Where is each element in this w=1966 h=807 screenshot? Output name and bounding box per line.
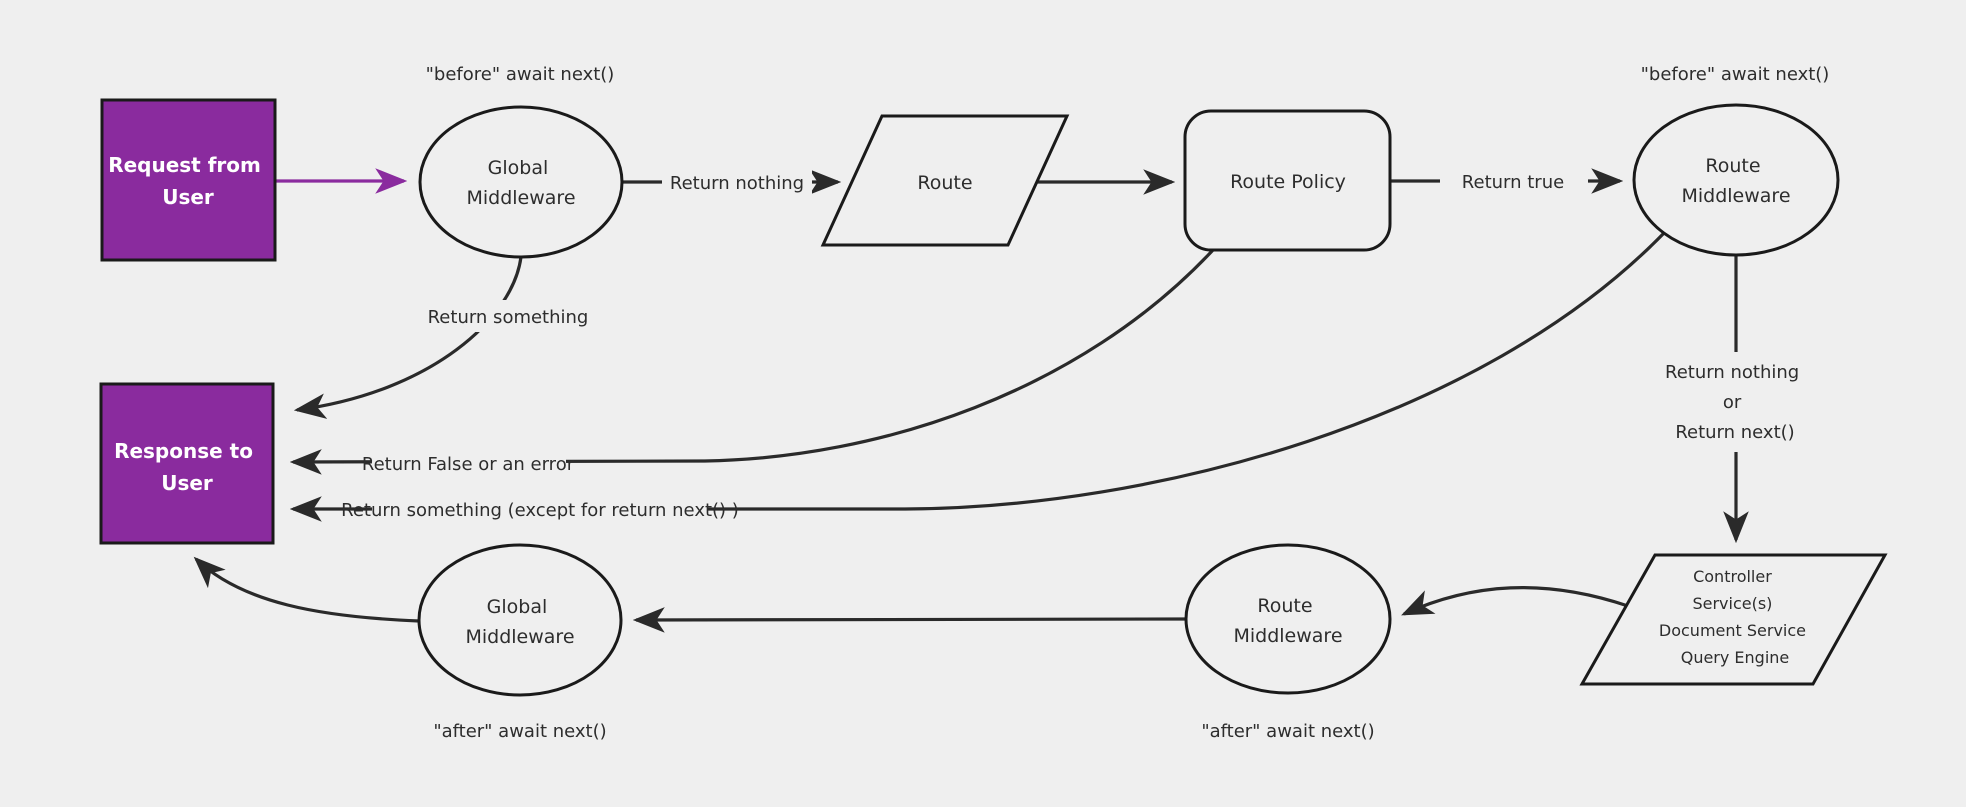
global-middleware-top-label: Global Middleware (466, 157, 575, 209)
after-await-next-right-label: "after" await next() (1201, 721, 1374, 742)
after-await-next-left-label: "after" await next() (433, 721, 606, 742)
edge-controller-to-route-middleware-bottom-arrow (1401, 586, 1629, 616)
route-policy-node (1183, 109, 1392, 252)
global-middleware-bottom-label: Global Middleware (465, 596, 574, 648)
global-middleware-top-node (418, 105, 624, 259)
return-false-or-error-label: Return False or an error (362, 454, 575, 475)
route-middleware-top-label: Route Middleware (1681, 155, 1790, 207)
before-await-next-right-label: "before" await next() (1641, 64, 1830, 85)
return-nothing-or-next-label: Return nothing or Return next() (1665, 362, 1805, 443)
edge-route-middleware-return-something-except-arrow (289, 231, 1666, 522)
request-from-user-label: Request from User (108, 153, 268, 209)
route-policy-label: Route Policy (1230, 171, 1346, 193)
request-from-user-node (100, 98, 277, 262)
return-something-except-label: Return something (except for return next… (341, 500, 739, 521)
edge-route-middleware-bottom-to-global-middleware-bottom-arrow (632, 607, 1187, 633)
edge-global-middleware-return-something-arrow (293, 256, 523, 419)
route-middleware-bottom-label: Route Middleware (1233, 595, 1342, 647)
global-middleware-bottom-node (417, 543, 623, 697)
route-middleware-top-node (1632, 103, 1840, 257)
controller-services-label: Controller Service(s) Document Service Q… (1659, 567, 1811, 667)
controller-services-node (1579, 553, 1888, 686)
edge-global-middleware-bottom-to-response-arrow (193, 556, 420, 623)
before-await-next-left-label: "before" await next() (426, 64, 615, 85)
response-to-user-label: Response to User (114, 439, 260, 495)
return-nothing-label: Return nothing (670, 173, 804, 194)
route-label: Route (917, 172, 972, 194)
return-true-label: Return true (1462, 172, 1564, 193)
route-node (820, 114, 1070, 247)
edge-label-backplates (372, 165, 1828, 525)
edge-route-policy-return-false-arrow (289, 248, 1215, 475)
response-to-user-node (99, 382, 275, 545)
route-middleware-bottom-node (1184, 543, 1392, 695)
return-something-label: Return something (428, 307, 589, 328)
